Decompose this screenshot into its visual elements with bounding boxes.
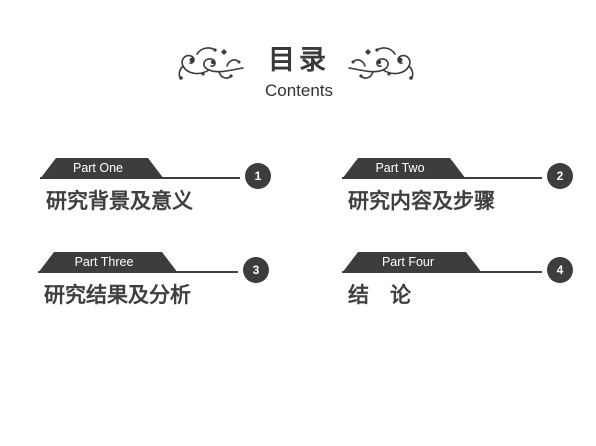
- section-part-two[interactable]: Part Two 2 研究内容及步骤: [342, 158, 582, 228]
- part-label: Part Three: [74, 255, 134, 269]
- part-tab: Part One: [40, 158, 180, 179]
- left-flourish-ornament: [178, 47, 244, 80]
- divider-line: [342, 271, 542, 273]
- divider-line: [38, 271, 238, 273]
- section-number-badge: 3: [243, 257, 269, 283]
- page-subtitle: Contents: [264, 81, 334, 100]
- part-label: Part Four: [381, 255, 435, 269]
- section-part-three[interactable]: Part Three 3 研究结果及分析: [38, 252, 278, 322]
- right-flourish-ornament: [348, 47, 414, 80]
- part-label: Part One: [72, 161, 124, 175]
- part-tab: Part Four: [342, 252, 482, 273]
- section-title: 研究结果及分析: [44, 283, 191, 307]
- page-title: 目录: [268, 45, 330, 76]
- divider-line: [342, 177, 542, 179]
- section-title: 研究背景及意义: [46, 189, 193, 213]
- section-title: 研究内容及步骤: [348, 189, 495, 213]
- section-number-badge: 2: [547, 163, 573, 189]
- divider-line: [40, 177, 240, 179]
- part-tab: Part Three: [38, 252, 178, 273]
- section-part-four[interactable]: Part Four 4 结 论: [342, 252, 582, 322]
- section-number-badge: 1: [245, 163, 271, 189]
- section-title: 结 论: [348, 283, 411, 307]
- part-label: Part Two: [375, 161, 425, 175]
- section-part-one[interactable]: Part One 1 研究背景及意义: [40, 158, 280, 228]
- part-tab: Part Two: [342, 158, 482, 179]
- section-number-badge: 4: [547, 257, 573, 283]
